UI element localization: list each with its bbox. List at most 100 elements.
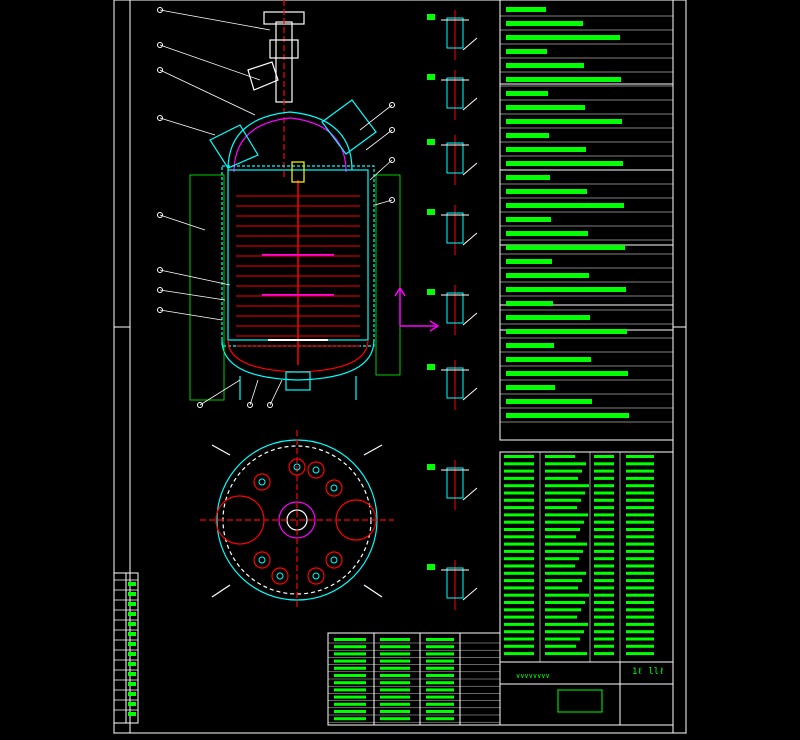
plan-nozzle: [325, 479, 343, 497]
heating-coil-lines: [236, 195, 360, 347]
revision-mark: [128, 702, 136, 706]
nozzle-cell: [626, 476, 654, 480]
revision-cell: [426, 659, 454, 663]
revision-cell: [380, 645, 410, 649]
nozzle-cell: [626, 579, 654, 583]
nozzle-cell: [626, 564, 654, 568]
nozzle-cell: [594, 564, 614, 568]
nozzle-cell: [626, 615, 654, 619]
callout-bubble: [247, 402, 253, 408]
nozzle-cell: [594, 455, 614, 458]
nozzle-cell: [545, 462, 586, 466]
revision-cell: [426, 695, 454, 699]
detail-body: [446, 292, 464, 324]
nozzle-cell: [626, 644, 654, 648]
spec-row-text: [506, 371, 628, 376]
revision-cell: [380, 710, 410, 713]
nozzle-cell: [504, 637, 534, 641]
detail-body: [446, 212, 464, 244]
detail-wall: [462, 487, 478, 501]
nozzle-cell: [504, 622, 534, 626]
spec-row-text: [506, 413, 629, 418]
nozzle-cell: [594, 652, 614, 656]
revision-cell: [334, 652, 366, 656]
detail-wall: [462, 37, 478, 51]
nozzle-cell: [626, 593, 654, 597]
nozzle-cell: [594, 513, 614, 517]
nozzle-cell: [594, 557, 614, 561]
nozzle-cell: [504, 491, 534, 495]
nozzle-cell: [545, 549, 583, 553]
nozzle-cell: [545, 506, 577, 510]
title-block-stamp: ∨∨∨∨∨∨∨∨: [516, 672, 550, 680]
callout-bubble: [389, 157, 395, 163]
plan-nozzle-bore: [258, 556, 266, 564]
nozzle-cell: [545, 535, 576, 539]
nozzle-cell: [504, 542, 534, 546]
plan-nozzle-bore: [258, 478, 266, 486]
revision-cell: [380, 674, 410, 677]
revision-cell: [426, 666, 454, 670]
nozzle-cell: [626, 462, 654, 466]
revision-cell: [380, 688, 410, 692]
callout-bubble: [389, 127, 395, 133]
nozzle-cell: [594, 498, 614, 502]
revision-mark: [128, 592, 136, 596]
callout-bubble: [157, 267, 163, 273]
revision-mark: [128, 672, 136, 676]
detail-wall: [462, 587, 478, 601]
revision-mark: [128, 602, 136, 606]
revision-cell: [380, 666, 410, 670]
detail-tag: [427, 139, 435, 145]
spec-row-text: [506, 217, 551, 222]
nozzle-cell: [545, 476, 578, 480]
revision-cell: [334, 638, 366, 641]
revision-mark: [128, 682, 136, 686]
detail-tag: [427, 364, 435, 370]
nozzle-cell: [545, 579, 582, 583]
spec-row-text: [506, 49, 547, 54]
detail-tag: [427, 74, 435, 80]
nozzle-cell: [545, 542, 587, 546]
nozzle-cell: [504, 535, 534, 539]
nozzle-cell: [504, 506, 534, 510]
plan-nozzle-bore: [312, 572, 320, 580]
spec-row-text: [506, 133, 549, 138]
nozzle-cell: [504, 608, 534, 612]
left-revision-block: [113, 572, 139, 724]
revision-mark: [128, 642, 136, 646]
nozzle-cell: [594, 601, 614, 604]
callout-leader: [365, 129, 393, 151]
nozzle-cell: [594, 506, 614, 510]
nozzle-cell: [504, 593, 534, 597]
plan-nozzle-bore: [293, 463, 301, 471]
spec-row-text: [506, 259, 552, 264]
nozzle-cell: [626, 652, 654, 656]
callout-leader: [249, 379, 259, 406]
detail-body: [446, 77, 464, 109]
callout-leader: [159, 9, 271, 31]
detail-wall: [462, 97, 478, 111]
title-block-code: 1ℓ llℓ: [632, 667, 665, 677]
nozzle-cell: [626, 520, 654, 524]
nozzle-cell: [626, 622, 654, 626]
nozzle-cell: [545, 455, 575, 458]
nozzle-cell: [504, 564, 534, 568]
nozzle-cell: [545, 652, 587, 656]
nozzle-cell: [594, 535, 614, 539]
revision-cell: [334, 702, 366, 706]
nozzle-cell: [626, 491, 654, 495]
nozzle-cell: [594, 608, 614, 612]
nozzle-cell: [545, 564, 575, 568]
revision-cell: [334, 666, 366, 670]
part-callout-leaders: [157, 7, 395, 408]
revision-mark: [128, 612, 136, 616]
revision-cell: [426, 652, 454, 656]
nozzle-cell: [504, 601, 534, 604]
revision-cell: [334, 645, 366, 649]
callout-bubble: [157, 7, 163, 13]
nozzle-cell: [545, 608, 581, 612]
plan-nozzle: [325, 551, 343, 569]
plan-nozzle-bore: [330, 484, 338, 492]
